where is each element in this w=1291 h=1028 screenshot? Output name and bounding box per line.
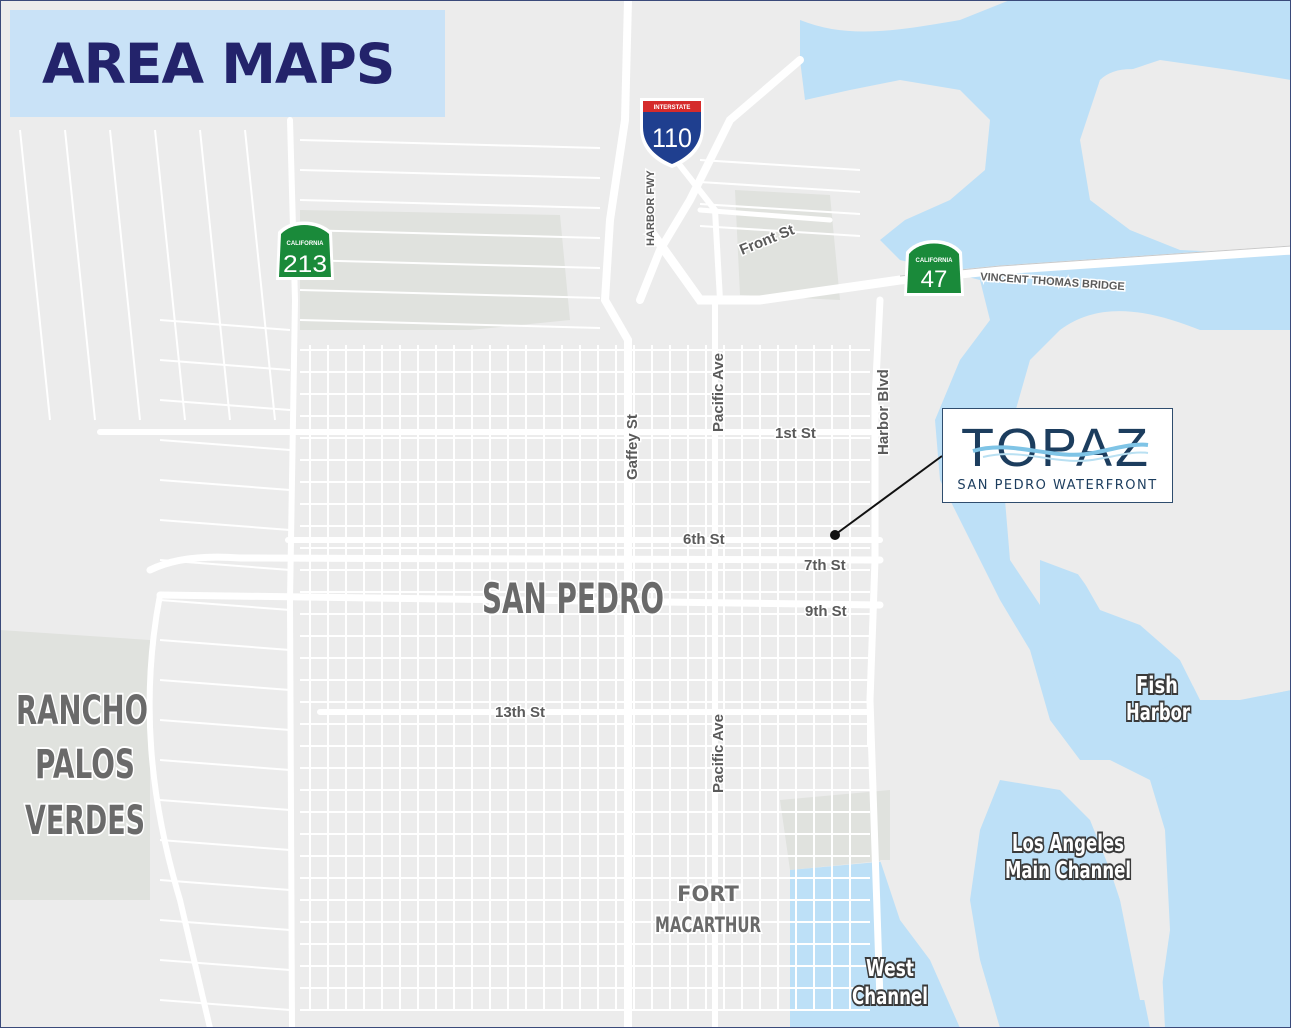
water-harbor: Harbor (1126, 700, 1190, 726)
label-9th-st: 9th St (805, 603, 847, 620)
page-title: AREA MAPS (42, 32, 395, 96)
major-roads (97, 0, 1291, 1028)
street-grid (19, 129, 870, 1011)
place-macarthur: MACARTHUR (655, 913, 761, 937)
topaz-callout-line (835, 455, 943, 535)
park-areas (0, 190, 890, 900)
ca213-label: CALIFORNIA (287, 241, 325, 247)
label-harbor-fwy: HARBOR FWY (645, 170, 657, 246)
label-1st-st: 1st St (775, 425, 816, 442)
label-gaffey-st: Gaffey St (624, 414, 641, 480)
ca-213-shield: CALIFORNIA 213 (276, 221, 334, 280)
label-7th-st: 7th St (804, 557, 846, 574)
place-fort: FORT (677, 882, 739, 906)
water-main-channel: Main Channel (1005, 858, 1131, 884)
title-box: AREA MAPS (10, 10, 445, 117)
i110-number: 110 (652, 123, 692, 153)
water-fish: Fish (1136, 673, 1178, 699)
place-palos: PALOS (35, 742, 135, 788)
logo-wave-icon (972, 442, 1149, 462)
logo-subtitle: SAN PEDRO WATERFRONT (957, 478, 1158, 493)
topaz-location-dot (830, 530, 840, 540)
ca-47-shield: CALIFORNIA 47 (904, 240, 964, 296)
label-pacific-ave-north: Pacific Ave (710, 353, 727, 432)
i110-label: INTERSTATE (654, 105, 691, 111)
label-6th-st: 6th St (683, 531, 725, 548)
ca47-label: CALIFORNIA (916, 258, 954, 264)
ca47-number: 47 (921, 266, 948, 293)
water-channel: Channel (852, 984, 928, 1010)
place-rancho: RANCHO (16, 688, 148, 734)
interstate-110-shield: INTERSTATE 110 (640, 98, 704, 168)
topaz-logo: TOPAZ SAN PEDRO WATERFRONT (942, 408, 1173, 503)
water-los-angeles: Los Angeles (1012, 831, 1124, 857)
ca213-number: 213 (283, 251, 327, 278)
label-harbor-blvd: Harbor Blvd (875, 369, 892, 455)
place-san-pedro: SAN PEDRO (482, 574, 664, 623)
label-pacific-ave-south: Pacific Ave (710, 714, 727, 793)
label-13th-st: 13th St (495, 704, 545, 721)
place-verdes: VERDES (25, 798, 145, 844)
water-west: West (866, 956, 914, 982)
